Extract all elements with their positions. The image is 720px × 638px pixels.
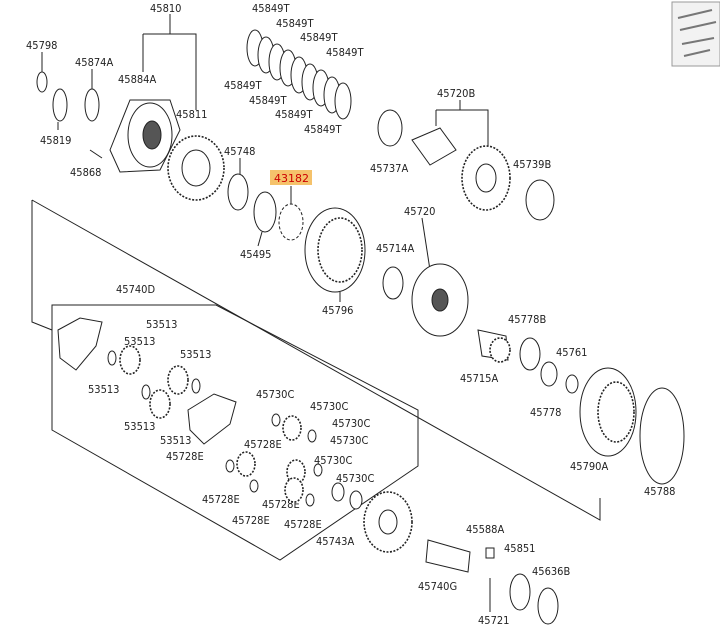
outline-45740D-box: [51, 304, 419, 561]
part-45778B-bearing: [519, 337, 541, 371]
label-45721: 45721: [478, 614, 509, 627]
label-45715A: 45715A: [460, 372, 498, 385]
label-45874A: 45874A: [75, 56, 113, 69]
part-45714A-ring: [382, 266, 404, 300]
thumbnail-preview: [671, 1, 720, 67]
label-45849T-3: 45849T: [300, 31, 338, 44]
label-45810: 45810: [150, 2, 181, 15]
part-45743A-washer: [331, 482, 345, 502]
part-45761-washer: [565, 374, 579, 394]
label-45798: 45798: [26, 39, 57, 52]
part-ring-gear-lower: [363, 491, 413, 553]
label-45730C-1: 45730C: [256, 388, 294, 401]
pinion-set-left: [107, 345, 201, 419]
part-45740D-plate: [57, 317, 103, 371]
part-43182-snap-ring: [278, 203, 304, 241]
label-45730C-2: 45730C: [310, 400, 348, 413]
label-45849T-6: 45849T: [249, 94, 287, 107]
label-45728E-6: 45728E: [284, 518, 322, 531]
label-45811: 45811: [176, 108, 207, 121]
label-45884A: 45884A: [118, 73, 156, 86]
part-45748-ring: [227, 173, 249, 211]
leader-45720B: [435, 109, 489, 148]
part-45798-ring: [36, 71, 48, 93]
label-45730C-5: 45730C: [314, 454, 352, 467]
part-45720-carrier: [411, 263, 469, 337]
part-45740G-shaft: [425, 539, 471, 573]
part-45796-drum: [304, 207, 366, 293]
label-53513-6: 53513: [160, 434, 191, 447]
label-45743A: 45743A: [316, 535, 354, 548]
part-45874A-seal: [84, 88, 100, 122]
label-45728E-3: 45728E: [202, 493, 240, 506]
part-45636B-ring: [537, 587, 559, 625]
label-45868: 45868: [70, 166, 101, 179]
label-53513-5: 53513: [124, 420, 155, 433]
label-53513-2: 53513: [124, 335, 155, 348]
label-45761: 45761: [556, 346, 587, 359]
part-45788-ring: [639, 387, 685, 485]
part-45868-bolt: [89, 149, 103, 159]
part-45720B-shaft-gear: [411, 127, 511, 211]
part-45790A-drum: [579, 367, 637, 457]
label-45788: 45788: [644, 485, 675, 498]
label-53513-4: 53513: [88, 383, 119, 396]
label-45737A: 45737A: [370, 162, 408, 175]
label-45851: 45851: [504, 542, 535, 555]
label-45636B: 45636B: [532, 565, 570, 578]
part-45851-ring: [509, 573, 531, 611]
part-45811-gear: [167, 135, 225, 201]
part-45884A-housing: [109, 99, 181, 173]
label-43182-highlighted: 43182: [274, 172, 309, 185]
clutch-disc-stack-45849T: [246, 29, 352, 120]
label-45720B: 45720B: [437, 87, 475, 100]
part-45495-ring: [253, 191, 277, 233]
label-45740G: 45740G: [418, 580, 457, 593]
label-45778: 45778: [530, 406, 561, 419]
outline-45740D-top: [31, 199, 601, 521]
label-45730C-4: 45730C: [330, 434, 368, 447]
label-45849T-8: 45849T: [304, 123, 342, 136]
label-45728E-2: 45728E: [166, 450, 204, 463]
label-53513-3: 53513: [180, 348, 211, 361]
label-53513-1: 53513: [146, 318, 177, 331]
part-45737A-bearing: [377, 109, 403, 147]
label-45790A: 45790A: [570, 460, 608, 473]
part-45715A-shaft: [477, 329, 511, 363]
label-45778B: 45778B: [508, 313, 546, 326]
label-45728E-4: 45728E: [262, 498, 300, 511]
label-45739B: 45739B: [513, 158, 551, 171]
leader-45810: [142, 33, 197, 110]
label-45849T-2: 45849T: [276, 17, 314, 30]
label-45730C-3: 45730C: [332, 417, 370, 430]
label-45849T-1: 45849T: [252, 2, 290, 15]
label-45748: 45748: [224, 145, 255, 158]
part-carrier-plate: [187, 393, 237, 445]
label-45849T-7: 45849T: [275, 108, 313, 121]
label-45720: 45720: [404, 205, 435, 218]
highlight-box: [270, 170, 312, 185]
label-45849T-5: 45849T: [224, 79, 262, 92]
label-45740D: 45740D: [116, 283, 155, 296]
part-45819-ring: [52, 88, 68, 122]
label-45495: 45495: [240, 248, 271, 261]
label-45588A: 45588A: [466, 523, 504, 536]
pinion-set-right: [225, 413, 323, 507]
label-45728E-5: 45728E: [232, 514, 270, 527]
label-45714A: 45714A: [376, 242, 414, 255]
label-45849T-4: 45849T: [326, 46, 364, 59]
label-45730C-6: 45730C: [336, 472, 374, 485]
part-45739B-bearing: [525, 179, 555, 221]
label-45728E-1: 45728E: [244, 438, 282, 451]
label-45796: 45796: [322, 304, 353, 317]
label-45819: 45819: [40, 134, 71, 147]
